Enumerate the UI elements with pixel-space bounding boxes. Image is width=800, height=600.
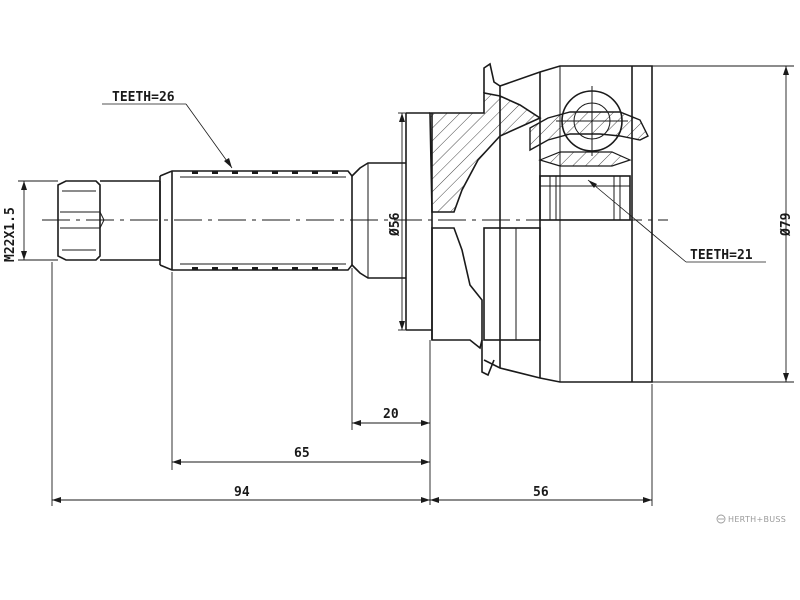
splined-shaft	[159, 162, 406, 279]
spline-teeth-top	[192, 171, 338, 174]
dim-thread	[18, 180, 58, 261]
thread-size-label: M22X1.5	[3, 207, 18, 262]
dim-20	[351, 268, 431, 505]
length-65-label: 65	[294, 446, 310, 461]
threaded-end	[57, 176, 161, 265]
teeth-21-label: TEETH=21	[690, 248, 753, 263]
bell-housing	[405, 62, 653, 383]
inner-race	[483, 111, 649, 341]
brand-name: HERTH+BUSS	[728, 515, 786, 524]
brand-watermark: HERTH+BUSS	[716, 514, 786, 524]
length-94-label: 94	[234, 485, 250, 500]
leader-teeth-26	[102, 103, 233, 169]
dim-dia-56	[398, 112, 406, 331]
brand-logo-icon	[716, 514, 726, 524]
length-56-label: 56	[533, 485, 549, 500]
ball-bearing	[556, 86, 628, 156]
dim-65	[171, 272, 430, 470]
diameter-56-label: Ø56	[388, 212, 403, 237]
leader-teeth-21	[587, 179, 766, 263]
diameter-79-label: Ø79	[779, 213, 794, 237]
dim-dia-79	[652, 65, 794, 383]
spline-teeth-bottom	[192, 267, 338, 270]
teeth-26-label: TEETH=26	[112, 90, 175, 105]
dim-94-56	[51, 262, 653, 506]
length-20-label: 20	[383, 407, 399, 422]
